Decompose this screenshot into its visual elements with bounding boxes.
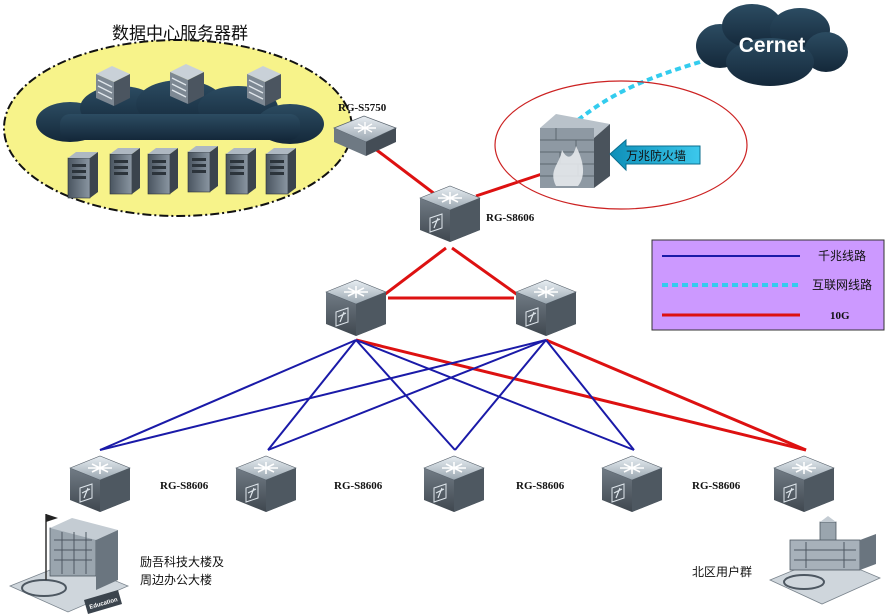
link-gigabit xyxy=(99,339,357,451)
building-label-line2: 周边办公大楼 xyxy=(140,572,212,587)
link-gigabit xyxy=(454,339,547,451)
link-gigabit xyxy=(99,339,547,451)
switch-label: RG-S8606 xyxy=(486,212,535,224)
firewall-icon xyxy=(540,114,610,188)
tower-server-icon xyxy=(187,145,219,193)
rack-server-icon xyxy=(169,63,205,105)
link-gigabit xyxy=(355,339,635,451)
cloud-label: Cernet xyxy=(739,34,806,57)
switch-label: RG-S8606 xyxy=(160,480,209,492)
legend-label: 千兆线路 xyxy=(818,248,866,263)
link-gigabit xyxy=(267,339,547,451)
switch-label: RG-S8606 xyxy=(516,480,565,492)
switch-rg-s5750: RG-S5750 xyxy=(332,102,398,156)
link-10g xyxy=(379,246,447,300)
switch-label: RG-S5750 xyxy=(338,102,387,114)
switch-access-4 xyxy=(601,455,663,513)
switch-access-1 xyxy=(69,455,131,513)
switch-access-5 xyxy=(773,455,835,513)
tower-server-icon xyxy=(67,151,99,199)
switch-label: RG-S8606 xyxy=(692,480,741,492)
building-label: 北区用户群 xyxy=(692,564,752,579)
rack-server-icon xyxy=(246,65,282,107)
link-10g xyxy=(451,246,523,300)
switch-distribution-left xyxy=(325,279,387,337)
switch-rg-s8606-core: RG-S8606 xyxy=(419,185,535,243)
tower-server-icon xyxy=(109,147,141,195)
legend-label: 10G xyxy=(830,310,850,322)
link-gigabit xyxy=(267,339,357,451)
legend: 千兆线路 互联网线路 10G xyxy=(651,239,885,331)
switch-distribution-right xyxy=(515,279,577,337)
links xyxy=(99,60,807,452)
firewall-highlight-ellipse xyxy=(494,80,748,210)
tower-server-icon xyxy=(265,147,297,195)
building-left: Education 励吾科技大楼及 周边办公大楼 xyxy=(8,514,224,614)
tower-server-icon xyxy=(225,147,257,195)
legend-label: 互联网线路 xyxy=(812,277,872,292)
cernet-cloud: Cernet xyxy=(696,4,848,86)
switch-access-2 xyxy=(235,455,297,513)
server-cluster: 数据中心服务器群 xyxy=(3,24,353,217)
link-10g xyxy=(355,338,807,452)
rack-server-icon xyxy=(95,65,131,107)
firewall-group: 万兆防火墙 xyxy=(494,80,748,210)
tower-server-icon xyxy=(147,147,179,195)
internet-link xyxy=(576,60,701,122)
firewall-arrow xyxy=(609,138,701,172)
switch-access-3 xyxy=(423,455,485,513)
link-10g xyxy=(373,146,441,200)
building-label-line1: 励吾科技大楼及 xyxy=(140,554,224,569)
server-cluster-title: 数据中心服务器群 xyxy=(112,24,248,44)
link-gigabit xyxy=(545,339,635,451)
firewall-label: 万兆防火墙 xyxy=(626,148,686,163)
building-right: 北区用户群 xyxy=(692,516,882,605)
link-10g xyxy=(545,338,807,452)
switch-label: RG-S8606 xyxy=(334,480,383,492)
